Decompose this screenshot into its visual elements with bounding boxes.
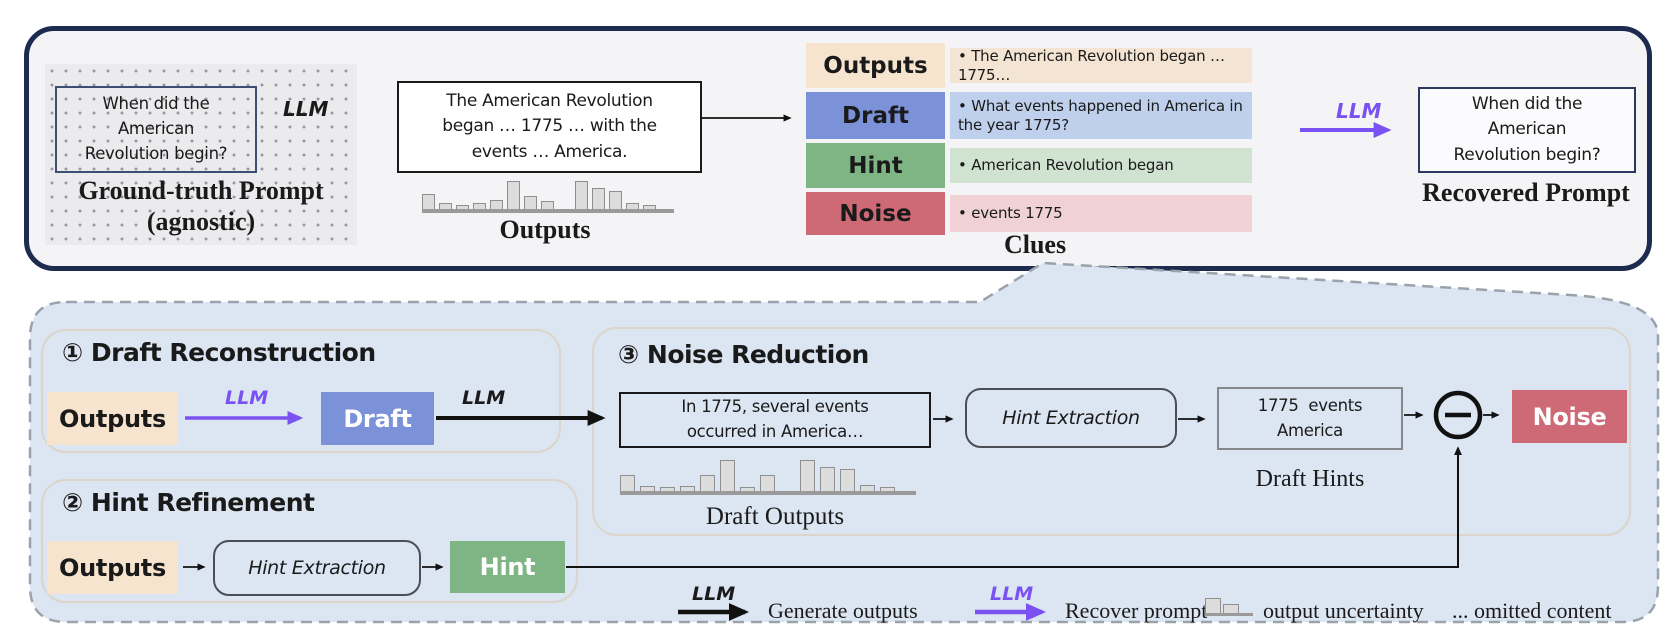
clue-row-content-outputs: • The American Revolution began … 1775… xyxy=(950,47,1252,84)
ground-truth-prompt-box: When did the American Revolution begin? xyxy=(55,86,257,173)
section2-number: ② xyxy=(62,488,83,517)
section1-number: ① xyxy=(62,338,83,367)
legend-omitted-label: ... omitted content xyxy=(1452,598,1612,623)
clue-row-content-noise: • events 1775 xyxy=(950,195,1252,232)
section3-number: ③ xyxy=(618,340,639,369)
uncertainty-bar xyxy=(820,467,835,491)
uncertainty-bar xyxy=(800,460,815,491)
s1-outputs-box: Outputs xyxy=(47,392,178,445)
uncertainty-bar xyxy=(840,469,855,491)
outputs-label: Outputs xyxy=(499,215,591,244)
llm-recover-label: LLM xyxy=(1336,99,1382,123)
uncertainty-bar xyxy=(524,196,537,209)
minus-operator-icon xyxy=(1433,390,1483,440)
s1-draft-box: Draft xyxy=(321,392,434,445)
section1-title-text: Draft Reconstruction xyxy=(90,338,376,367)
ground-truth-dotted-region xyxy=(45,64,357,245)
legend-uncertainty-label: output uncertainty xyxy=(1263,598,1424,623)
legend-llm-purple-label: LLM xyxy=(990,583,1034,605)
uncertainty-bar xyxy=(575,181,588,209)
s1-llm-purple-label: LLM xyxy=(225,387,269,409)
uncertainty-bar xyxy=(700,475,715,491)
recovered-prompt-label: Recovered Prompt xyxy=(1422,178,1630,207)
uncertainty-bars-icon xyxy=(1205,598,1253,616)
clues-label: Clues xyxy=(1003,230,1067,259)
clue-row-label-outputs: Outputs xyxy=(806,43,945,88)
s3-draft-hints-box: 1775 events America xyxy=(1217,387,1403,450)
s3-noise-box: Noise xyxy=(1512,390,1627,443)
ground-truth-sublabel: (agnostic) xyxy=(146,207,256,236)
uncertainty-bar xyxy=(422,194,435,209)
uncertainty-bar xyxy=(456,205,469,209)
uncertainty-bar xyxy=(1223,604,1239,613)
ground-truth-label: Ground-truth Prompt xyxy=(78,176,324,205)
uncertainty-bar xyxy=(760,475,775,491)
section2-title: ② Hint Refinement xyxy=(62,488,315,517)
draft-outputs-uncertainty-chart xyxy=(620,459,916,495)
draft-hints-label: Draft Hints xyxy=(1255,466,1365,492)
section3-title: ③ Noise Reduction xyxy=(618,340,869,369)
clue-row-label-noise: Noise xyxy=(806,192,945,235)
legend-llm-black-label: LLM xyxy=(692,583,736,605)
uncertainty-bar xyxy=(740,487,755,491)
uncertainty-bar xyxy=(541,201,554,209)
uncertainty-bar xyxy=(680,486,695,491)
section1-title: ① Draft Reconstruction xyxy=(62,338,376,367)
uncertainty-bar xyxy=(1205,598,1221,613)
uncertainty-bar xyxy=(439,203,452,209)
uncertainty-bar xyxy=(660,487,675,491)
section2-title-text: Hint Refinement xyxy=(90,488,315,517)
outputs-box: The American Revolution began … 1775 … w… xyxy=(397,81,702,173)
section3-title-text: Noise Reduction xyxy=(646,340,869,369)
uncertainty-bar xyxy=(473,203,486,209)
legend-generate-label: Generate outputs xyxy=(768,598,918,623)
uncertainty-bar xyxy=(720,460,735,491)
uncertainty-bar xyxy=(620,475,635,491)
s2-hint-extraction-box: Hint Extraction xyxy=(213,540,421,596)
s2-hint-box: Hint xyxy=(450,541,565,593)
uncertainty-bar xyxy=(592,188,605,209)
s3-draft-output-box: In 1775, several events occurred in Amer… xyxy=(619,392,931,448)
uncertainty-bar xyxy=(643,205,656,209)
uncertainty-bar xyxy=(860,485,875,491)
clue-row-label-draft: Draft xyxy=(806,92,945,139)
outputs-uncertainty-chart xyxy=(422,181,674,213)
s1-llm-black-label: LLM xyxy=(462,387,506,409)
uncertainty-bar xyxy=(626,203,639,209)
clue-row-content-hint: • American Revolution began xyxy=(950,148,1252,183)
s2-outputs-box: Outputs xyxy=(47,541,178,594)
clue-row-label-hint: Hint xyxy=(806,143,945,188)
draft-outputs-label: Draft Outputs xyxy=(705,503,845,530)
uncertainty-bar xyxy=(640,486,655,491)
s3-hint-extraction-box: Hint Extraction xyxy=(965,388,1177,448)
llm-generate-label: LLM xyxy=(283,97,329,121)
uncertainty-bar xyxy=(880,487,895,491)
clue-row-content-draft: • What events happened in America in the… xyxy=(950,92,1252,139)
uncertainty-bar xyxy=(609,191,622,209)
recovered-prompt-box: When did the American Revolution begin? xyxy=(1418,87,1636,173)
uncertainty-bar xyxy=(507,181,520,209)
uncertainty-bar xyxy=(490,200,503,209)
legend-recover-label: Recover prompt xyxy=(1065,598,1208,623)
